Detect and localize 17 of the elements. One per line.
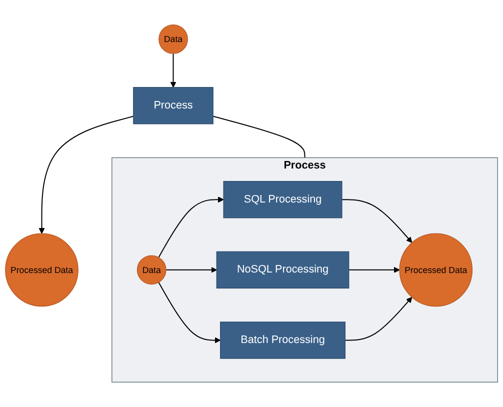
- arrow: [158, 196, 224, 258]
- node-circle: Data: [158, 24, 188, 54]
- node-box: Process: [133, 87, 214, 124]
- connector: [212, 116, 306, 158]
- arrow: [348, 266, 400, 273]
- node-box: SQL Processing: [223, 181, 342, 218]
- arrow: [38, 116, 134, 234]
- arrow: [342, 199, 412, 243]
- node-box: Batch Processing: [220, 322, 346, 359]
- node-circle: Processed Data: [5, 233, 78, 307]
- arrow: [166, 266, 217, 273]
- arrow: [158, 282, 221, 344]
- arrow: [170, 54, 176, 88]
- node-box: NoSQL Processing: [216, 251, 350, 289]
- node-circle: Processed Data: [399, 233, 473, 307]
- arrow: [345, 296, 412, 341]
- node-circle: Data: [136, 255, 166, 285]
